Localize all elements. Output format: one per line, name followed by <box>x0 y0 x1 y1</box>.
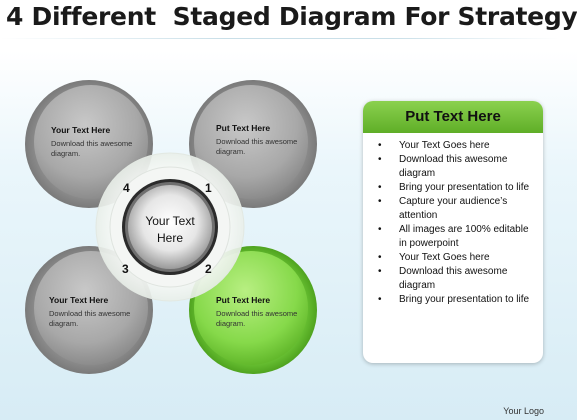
list-item: •All images are 100% editable in powerpo… <box>378 224 529 249</box>
stage-1-text: Put Text Here Download this awesome diag… <box>216 123 316 157</box>
panel-heading: Put Text Here <box>363 101 543 133</box>
list-item: •Download this awesome diagram <box>378 266 508 291</box>
bullet-icon: • <box>378 182 382 193</box>
stage-1-number: 1 <box>205 181 212 195</box>
stage-2-number: 2 <box>205 262 212 276</box>
stage-4-heading: Your Text Here <box>51 125 111 135</box>
stage-3-text: Your Text Here Download this awesome dia… <box>49 295 149 329</box>
list-item: •Capture your audience’s attention <box>378 196 508 221</box>
center-label-line2: Here <box>156 231 183 245</box>
list-item: •Your Text Goes here <box>378 252 490 263</box>
stage-4-text: Your Text Here Download this awesome dia… <box>51 125 151 159</box>
list-item: •Download this awesome diagram <box>378 154 508 179</box>
center-hub <box>122 179 218 275</box>
stage-2-heading: Put Text Here <box>216 295 271 305</box>
list-item: •Your Text Goes here <box>378 140 490 151</box>
stage-1-body: Download this awesome diagram. <box>216 137 298 156</box>
center-label: Your Text Here <box>128 213 212 247</box>
stage-3-number: 3 <box>122 262 129 276</box>
text-panel: Put Text Here •Your Text Goes here •Down… <box>363 101 543 363</box>
stage-2-text: Put Text Here Download this awesome diag… <box>216 295 316 329</box>
bullet-icon: • <box>378 140 382 151</box>
stage-4-body: Download this awesome diagram. <box>51 139 133 158</box>
title-divider <box>0 38 560 39</box>
stage-2-body: Download this awesome diagram. <box>216 309 298 328</box>
staged-diagram <box>25 80 317 374</box>
list-item: •Bring your presentation to life <box>378 182 530 193</box>
bullet-icon: • <box>378 196 382 207</box>
stage-4-number: 4 <box>123 181 130 195</box>
bullet-icon: • <box>378 224 382 235</box>
bullet-icon: • <box>378 252 382 263</box>
page-title: 4 Different Staged Diagram For Strategy <box>6 2 577 31</box>
panel-bullet-list: •Your Text Goes here •Download this awes… <box>363 133 543 307</box>
bullet-icon: • <box>378 266 382 277</box>
stage-3-body: Download this awesome diagram. <box>49 309 131 328</box>
bullet-icon: • <box>378 294 382 305</box>
center-label-line1: Your Text <box>145 214 195 228</box>
stage-3-heading: Your Text Here <box>49 295 109 305</box>
list-item: •Bring your presentation to life <box>378 294 530 305</box>
stage-1-heading: Put Text Here <box>216 123 271 133</box>
logo: Your Logo <box>503 406 544 416</box>
bullet-icon: • <box>378 154 382 165</box>
